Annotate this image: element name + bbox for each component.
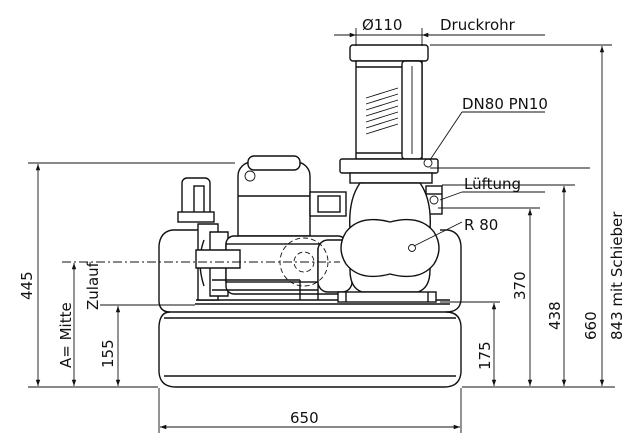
dim-diameter	[334, 28, 545, 46]
outlet-label: R 80	[464, 216, 498, 234]
dim-843-label: 843 mit Schieber	[608, 211, 625, 340]
ventilation-label: Lüftung	[464, 175, 521, 193]
pipe-diameter-label: Ø110	[362, 16, 402, 34]
vent-nozzle	[425, 185, 443, 215]
inlet-label: Zulauf	[84, 261, 102, 310]
dim-438-label: 438	[546, 301, 564, 330]
dim-370-label: 370	[511, 271, 529, 300]
dim-inlet	[71, 263, 195, 386]
flange-dn80	[339, 158, 439, 184]
pressure-pipe-label: Druckrohr	[440, 16, 516, 34]
dim-width	[158, 388, 462, 433]
dim-width-label: 650	[290, 409, 319, 427]
tank-body	[158, 311, 462, 388]
leaders	[413, 111, 545, 247]
dim-445-label: 445	[18, 271, 36, 300]
dim-660-label: 660	[582, 311, 600, 340]
flange-label: DN80 PN10	[462, 95, 548, 113]
dim-445	[28, 162, 235, 388]
dim-155-label: 155	[99, 339, 117, 368]
dim-right-lines	[430, 44, 615, 388]
dim-175-label: 175	[476, 341, 494, 370]
inlet-center-label: A= Mitte	[57, 302, 75, 368]
pump-motor	[177, 155, 353, 301]
pressure-pipe	[349, 44, 429, 160]
pump-housing-r80	[337, 182, 440, 303]
